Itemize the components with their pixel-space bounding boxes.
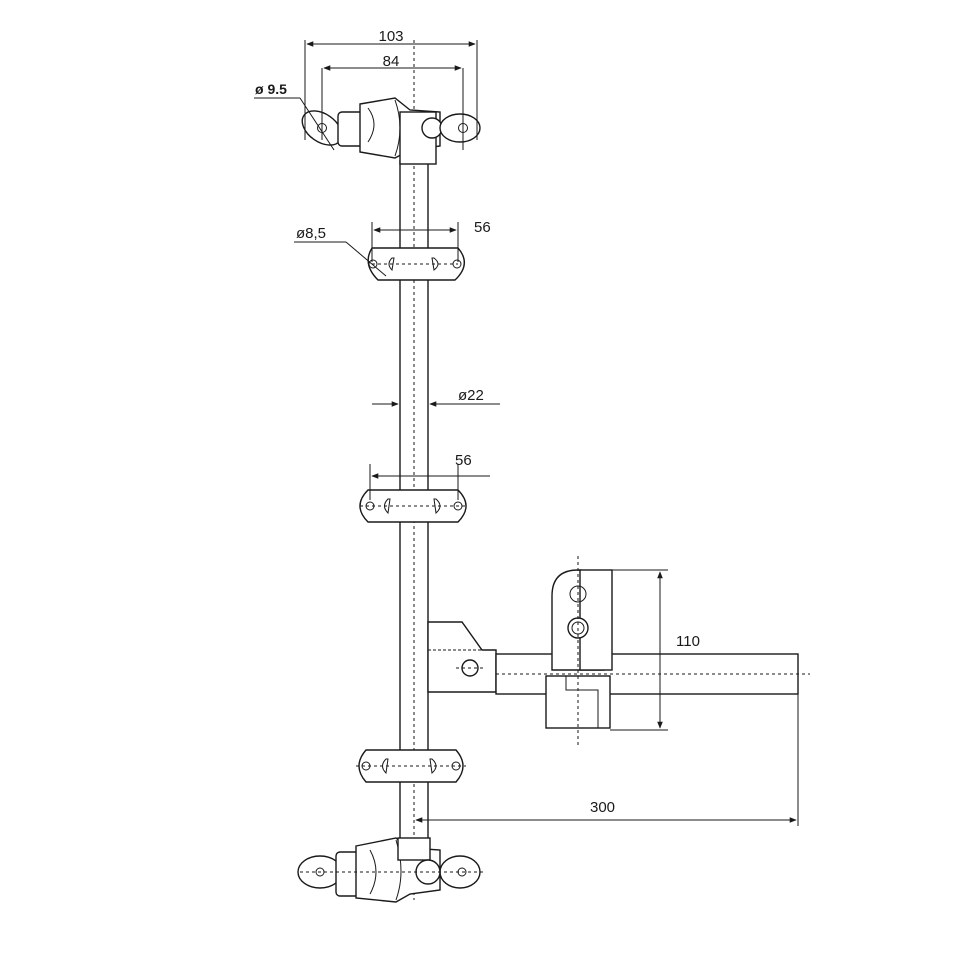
dimension-top-outer-width: 103 xyxy=(378,28,403,45)
handle-assembly xyxy=(427,556,810,748)
middle-guide-bracket: 56 xyxy=(359,452,490,523)
handle-height-dimension: 110 xyxy=(600,569,700,731)
upper-guide-bracket: 56 ø8,5 xyxy=(294,219,491,281)
handle-length-dimension: 300 xyxy=(415,694,799,826)
dimension-rod-diameter: ø22 xyxy=(458,387,484,404)
top-dimensions: 103 84 ø 9.5 xyxy=(254,28,478,151)
rod-diameter-dimension: ø22 xyxy=(372,387,500,407)
dimension-handle-height: 110 xyxy=(676,633,700,650)
bottom-cam-keeper xyxy=(297,837,486,903)
dimension-upper-bracket-width: 56 xyxy=(474,219,491,236)
dimension-bracket-hole-diameter: ø8,5 xyxy=(296,225,326,242)
dimension-top-hole-diameter: ø 9.5 xyxy=(255,81,287,97)
lower-guide-bracket xyxy=(356,749,466,783)
dimension-handle-length: 300 xyxy=(590,799,615,816)
top-cam-keeper xyxy=(301,97,481,165)
dimension-middle-bracket-width: 56 xyxy=(455,452,472,469)
dimension-top-inner-width: 84 xyxy=(383,53,400,70)
